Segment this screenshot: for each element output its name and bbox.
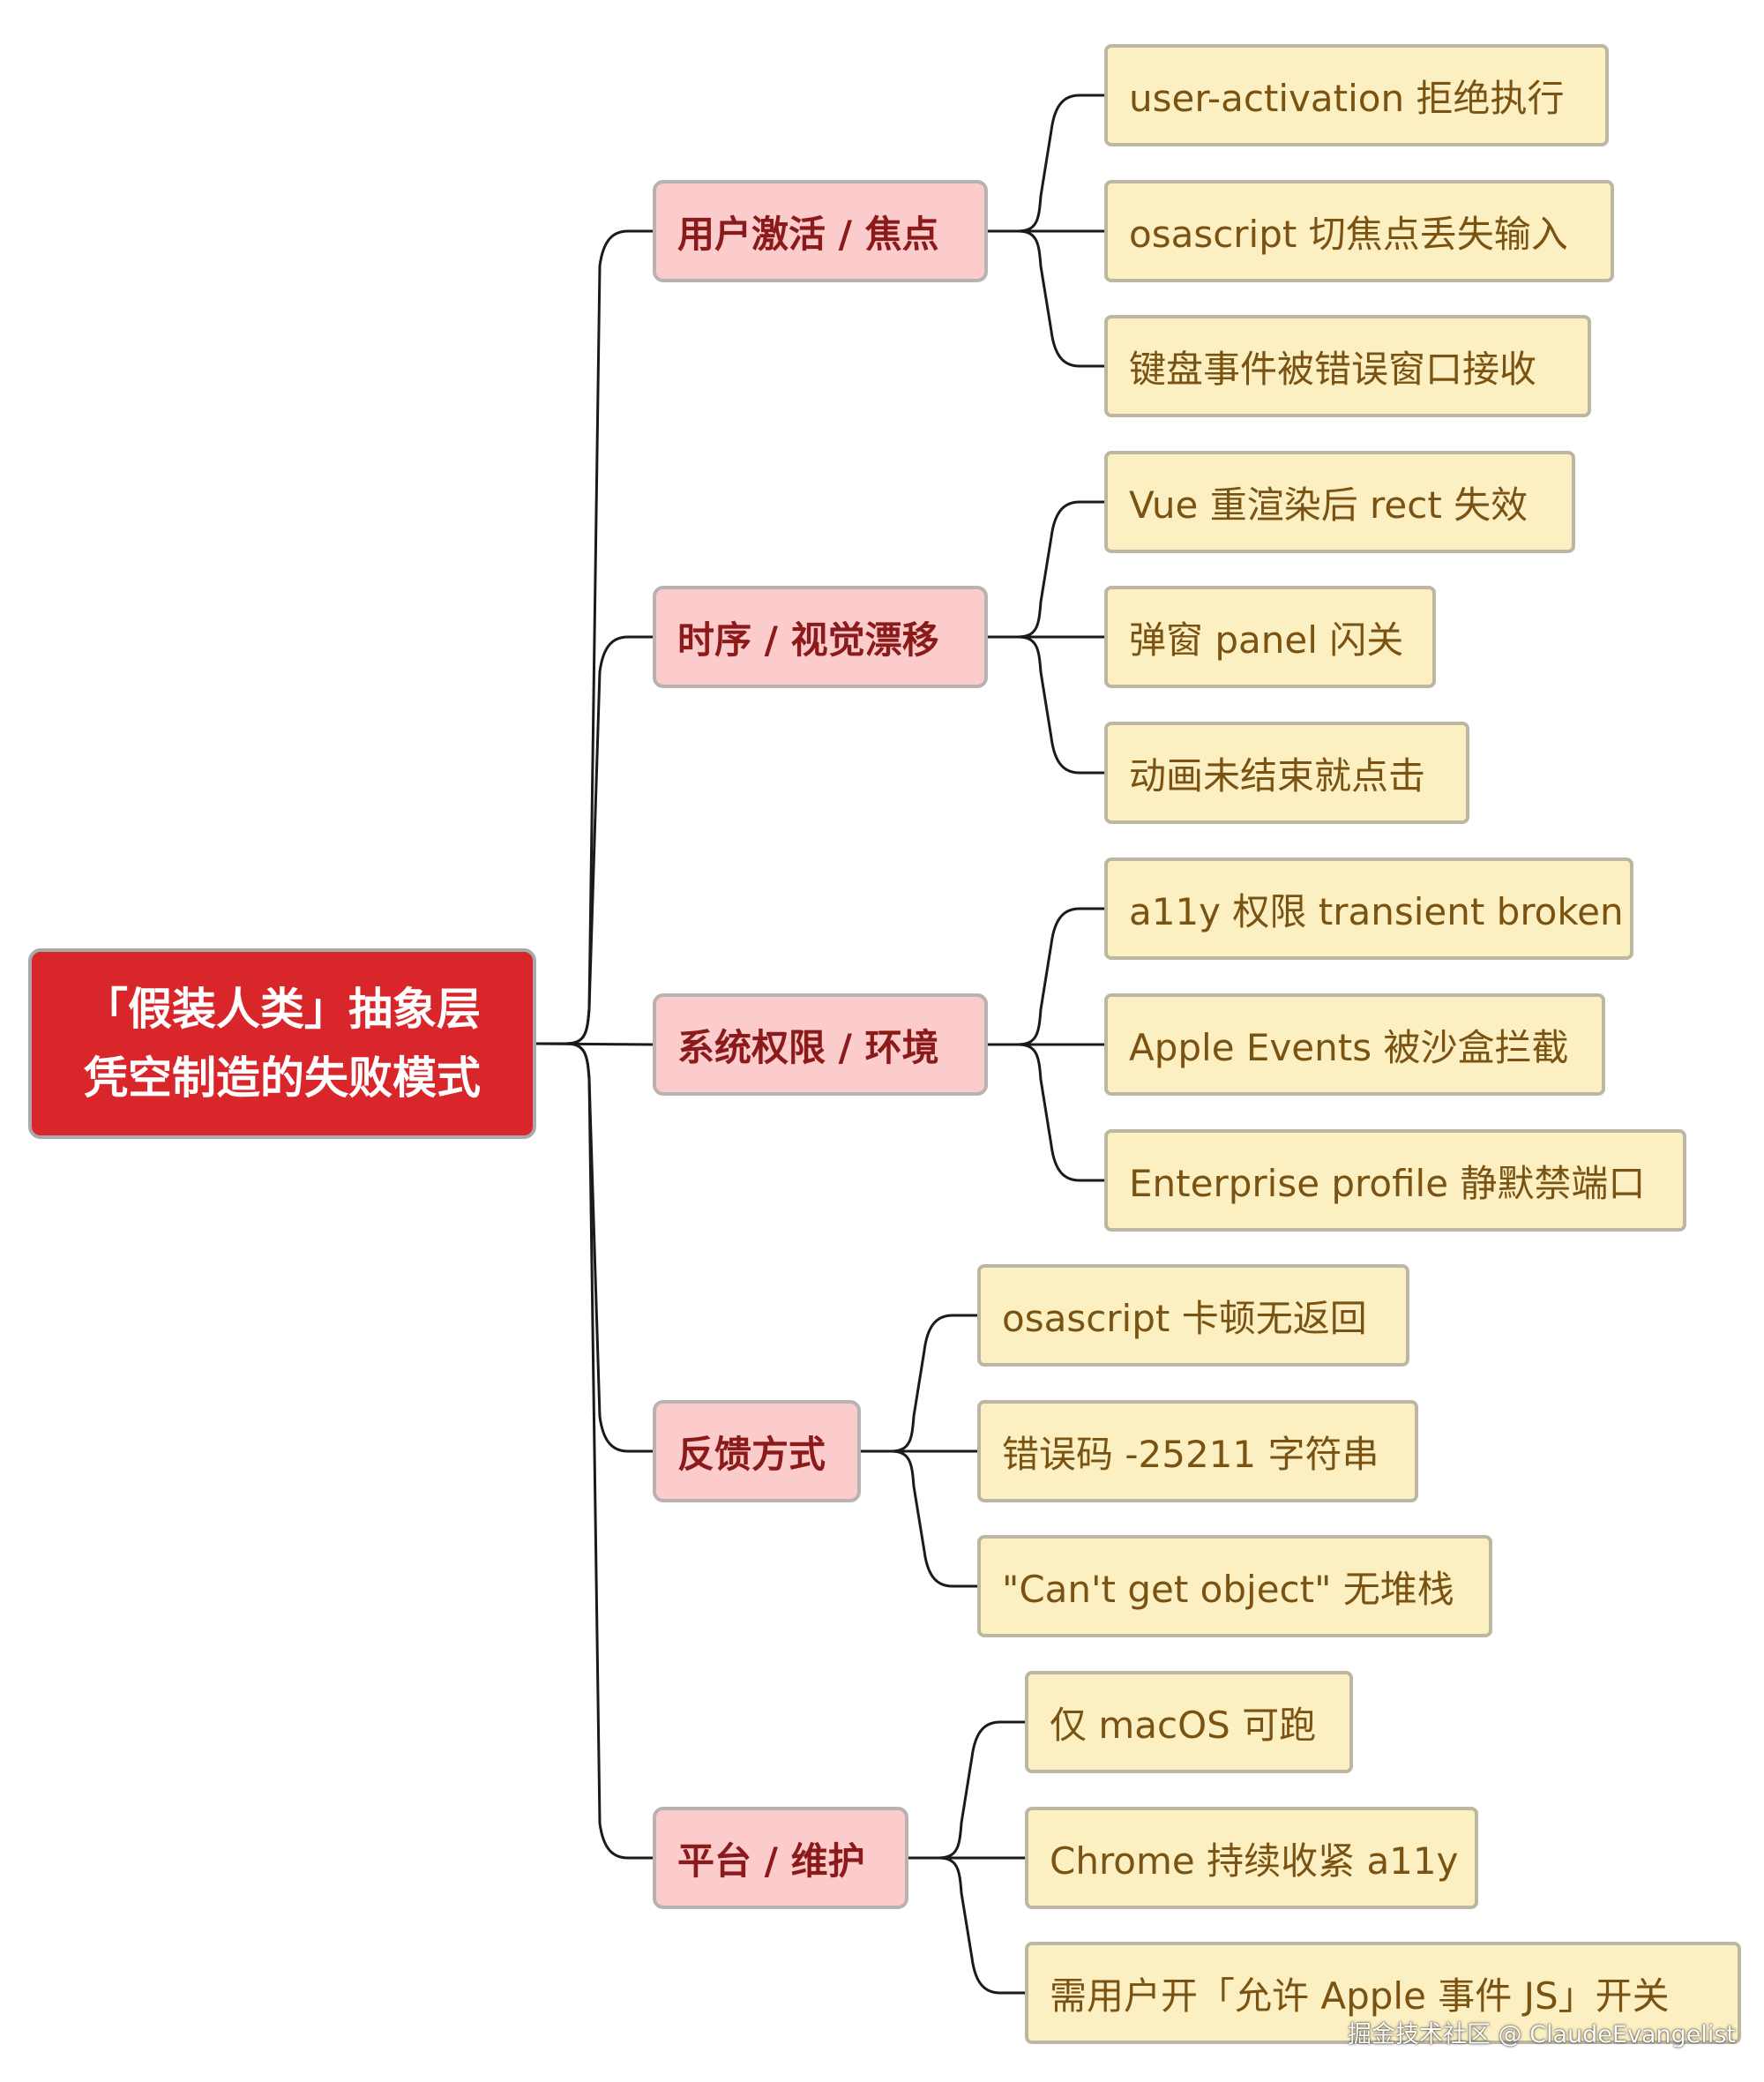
category-feedback-mode: 反馈方式 bbox=[653, 1400, 861, 1502]
leaf-chrome-a11y-tightening: Chrome 持续收紧 a11y bbox=[1025, 1807, 1478, 1909]
category-system-permissions: 系统权限 / 环境 bbox=[653, 993, 988, 1096]
connector-root-to-category-4 bbox=[536, 1042, 653, 1860]
leaf-apple-events-sandboxed: Apple Events 被沙盒拦截 bbox=[1104, 993, 1605, 1096]
watermark: 掘金技术社区 @ ClaudeEvangelist bbox=[1347, 2021, 1736, 2048]
leaf-cant-get-object: "Can't get object" 无堆栈 bbox=[977, 1535, 1492, 1637]
leaf-popup-panel-flash: 弹窗 panel 闪关 bbox=[1104, 586, 1436, 688]
connector-category-3-to-leaf-0 bbox=[861, 1314, 977, 1453]
root-title-line-2: 凭空制造的失败模式 bbox=[84, 1052, 481, 1104]
leaf-osascript-focus-lost: osascript 切焦点丢失输入 bbox=[1104, 180, 1614, 282]
leaf-keyboard-wrong-window: 键盘事件被错误窗口接收 bbox=[1104, 315, 1591, 417]
connector-category-4-to-leaf-2 bbox=[908, 1856, 1025, 1995]
connector-category-0-to-leaf-0 bbox=[988, 94, 1104, 233]
category-platform-maintenance: 平台 / 维护 bbox=[653, 1807, 908, 1909]
leaf-macos-only: 仅 macOS 可跑 bbox=[1025, 1671, 1353, 1773]
category-user-activation-focus: 用户激活 / 焦点 bbox=[653, 180, 988, 282]
connector-root-to-category-1 bbox=[536, 635, 653, 1045]
connector-category-0-to-leaf-2 bbox=[988, 229, 1104, 368]
connector-category-1-to-leaf-0 bbox=[988, 500, 1104, 639]
leaf-a11y-transient-broken: a11y 权限 transient broken bbox=[1104, 858, 1633, 960]
leaf-apple-events-js-toggle: 需用户开「允许 Apple 事件 JS」开关 bbox=[1025, 1942, 1741, 2044]
connector-category-3-to-leaf-2 bbox=[861, 1449, 977, 1588]
leaf-click-before-animation: 动画未结束就点击 bbox=[1104, 722, 1469, 824]
leaf-user-activation-refused: user-activation 拒绝执行 bbox=[1104, 44, 1609, 146]
connector-category-1-to-leaf-2 bbox=[988, 635, 1104, 775]
connector-category-4-to-leaf-0 bbox=[908, 1720, 1025, 1860]
leaf-osascript-hang: osascript 卡顿无返回 bbox=[977, 1264, 1409, 1367]
leaf-error-code-string: 错误码 -25211 字符串 bbox=[977, 1400, 1418, 1502]
connector-category-2-to-leaf-2 bbox=[988, 1043, 1104, 1182]
leaf-enterprise-profile-port: Enterprise profile 静默禁端口 bbox=[1104, 1129, 1686, 1232]
root-title-line-1: 「假装人类」抽象层 bbox=[84, 984, 481, 1035]
connector-category-2-to-leaf-0 bbox=[988, 907, 1104, 1046]
category-timing-visual-drift: 时序 / 视觉漂移 bbox=[653, 586, 988, 688]
root-node: 「假装人类」抽象层 凭空制造的失败模式 bbox=[28, 948, 536, 1139]
leaf-vue-rect-invalid: Vue 重渲染后 rect 失效 bbox=[1104, 451, 1575, 553]
